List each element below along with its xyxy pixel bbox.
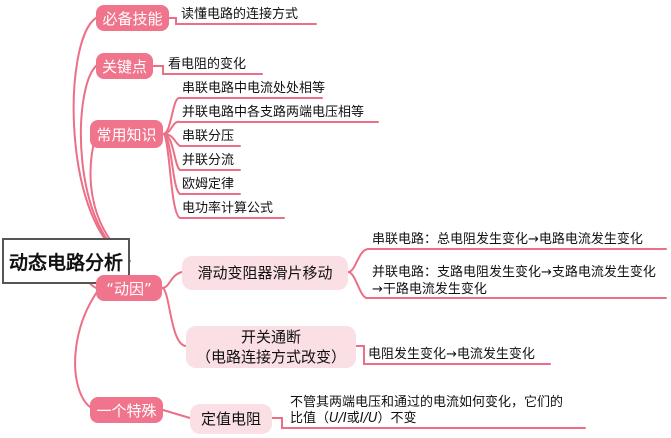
leaf-knowledge-1: 串联电路中电流处处相等: [182, 81, 326, 96]
node-fixed-resistor: 定值电阻: [190, 404, 272, 434]
ratio-u-over-i: U/I: [329, 411, 347, 426]
switch-label-line1: 开关通断: [240, 328, 301, 346]
leaf-required-skill: 读懂电路的连接方式: [181, 7, 299, 22]
leaf-fixed-resistor-line1: 不管其两端电压和通过的电流如何变化，它们的: [290, 395, 564, 410]
node-switch: 开关通断 （电路连接方式改变）: [186, 326, 356, 368]
ratio-or: 或: [346, 411, 360, 426]
node-special: 一个特殊: [90, 397, 163, 423]
leaf-series-circuit: 串联电路：总电阻发生变化→电路电流发生变化: [372, 232, 643, 247]
leaf-knowledge-6: 电功率计算公式: [182, 201, 274, 216]
fixed-resistor-label: 定值电阻: [200, 410, 261, 428]
leaf-knowledge-2: 并联电路中各支路两端电压相等: [182, 105, 365, 120]
leaf-knowledge-3: 串联分压: [182, 129, 235, 144]
leaf-switch: 电阻发生变化→电流发生变化: [368, 347, 535, 362]
leaf-knowledge-4: 并联分流: [182, 153, 235, 168]
leaf-parallel-circuit-line1: 并联电路：支路电阻发生变化→支路电流发生变化: [372, 265, 656, 280]
ratio-suffix: ）不变: [377, 411, 417, 426]
node-required-skill: 必备技能: [96, 5, 169, 31]
leaf-parallel-circuit-line2: →干路电流发生变化: [372, 282, 487, 297]
node-common-knowledge: 常用知识: [90, 120, 163, 148]
ratio-i-over-u: I/U: [359, 411, 378, 426]
slider-move-label: 滑动变阻器滑片移动: [197, 264, 333, 282]
switch-label-line2: （电路连接方式改变）: [195, 348, 346, 366]
ratio-prefix: 比值（: [290, 411, 330, 426]
leaf-knowledge-5: 欧姆定律: [182, 177, 235, 192]
node-key-point: 关键点: [96, 53, 153, 79]
node-slider-move: 滑动变阻器滑片移动: [182, 256, 348, 290]
leaf-fixed-resistor-line2: 比值（U/I或I/U）不变: [290, 411, 417, 427]
leaf-key-point: 看电阻的变化: [168, 57, 247, 72]
node-cause: “动因”: [96, 275, 162, 301]
